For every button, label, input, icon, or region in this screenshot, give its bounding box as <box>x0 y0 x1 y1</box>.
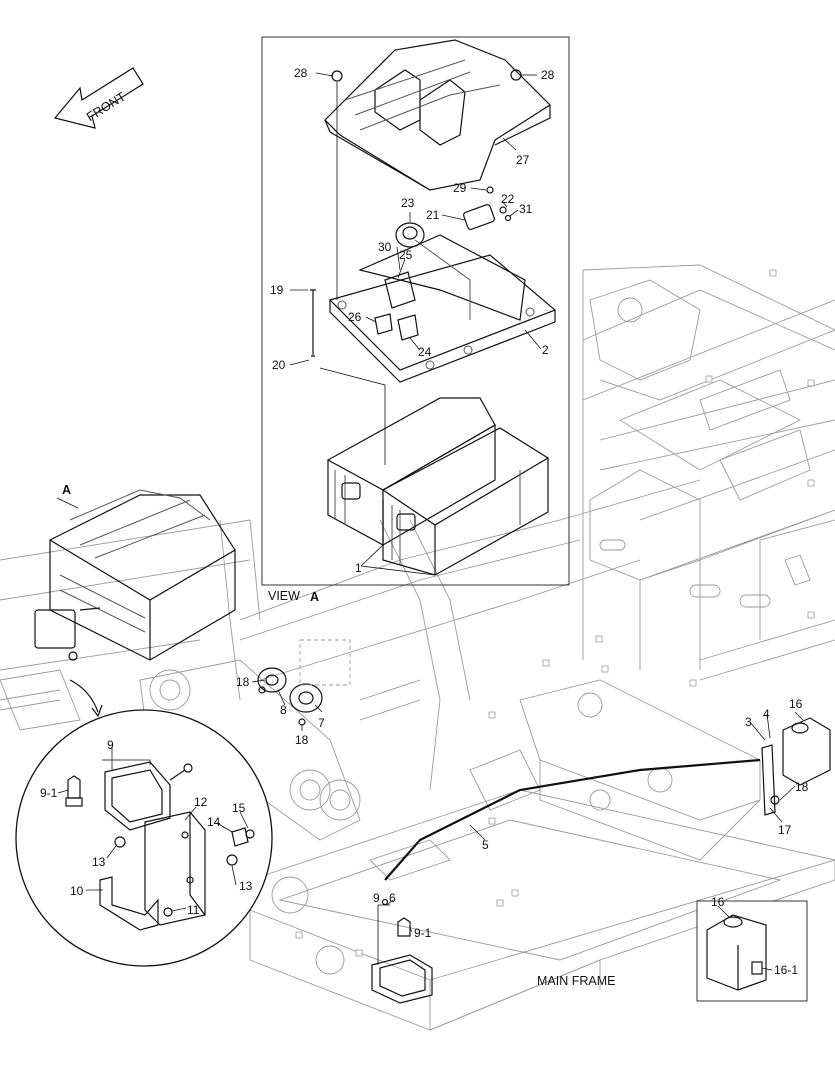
callout-11: 11 <box>187 903 200 917</box>
callout-16-1: 16-1 <box>774 963 798 977</box>
nut-13a <box>114 836 126 848</box>
view-label-letter: A <box>310 590 319 604</box>
callout-18b: 18 <box>295 733 309 747</box>
callout-26: 26 <box>348 310 362 324</box>
callout-21: 21 <box>426 208 440 222</box>
clip-26 <box>374 313 393 335</box>
detail-leaders <box>57 748 249 912</box>
callout-27: 27 <box>516 153 530 167</box>
callout-18a: 18 <box>236 675 250 689</box>
callout-9b: 9 <box>373 891 380 905</box>
bolt-11 <box>163 907 173 917</box>
callout-24: 24 <box>418 345 432 359</box>
callout-30: 30 <box>378 240 392 254</box>
callout-16b: 16 <box>711 895 725 909</box>
callout-22: 22 <box>501 192 515 206</box>
callout-17: 17 <box>778 823 792 837</box>
view-label-prefix: VIEW <box>268 589 300 603</box>
batteries-1 <box>326 397 550 576</box>
lamp-detail-circle <box>15 709 273 967</box>
callout-9-1b: 9-1 <box>414 926 432 940</box>
machine-frame-drawing <box>0 264 835 1031</box>
clamp-14 <box>231 827 249 847</box>
callout-7: 7 <box>318 716 325 730</box>
callout-28b: 28 <box>541 68 555 82</box>
plate-25 <box>384 271 416 309</box>
callout-20: 20 <box>272 358 286 372</box>
callout-10: 10 <box>70 884 84 898</box>
relay-21 <box>463 186 512 231</box>
washer-tank-inset <box>696 900 808 1002</box>
battery-tray-2 <box>328 234 557 383</box>
callout-1: 1 <box>355 561 362 575</box>
callout-3: 3 <box>745 715 752 729</box>
leaders-lower <box>251 679 804 971</box>
callout-13a: 13 <box>92 855 106 869</box>
callout-25: 25 <box>399 248 413 262</box>
callout-23: 23 <box>401 196 415 210</box>
callout-9-1: 9-1 <box>40 786 58 800</box>
callout-31: 31 <box>519 202 533 216</box>
callout-9: 9 <box>107 738 114 752</box>
bracket-10 <box>99 876 159 931</box>
work-lamp-lower <box>371 898 433 1004</box>
bolt-19 <box>310 289 316 357</box>
callout-12: 12 <box>194 795 208 809</box>
plate-24 <box>397 314 419 341</box>
callout-28a: 28 <box>294 66 308 80</box>
horn-7 <box>289 683 323 713</box>
callout-14: 14 <box>207 815 221 829</box>
callout-4: 4 <box>763 707 770 721</box>
main-frame-label: MAIN FRAME <box>537 974 615 988</box>
nut-13b <box>226 854 238 866</box>
callout-8: 8 <box>280 703 287 717</box>
switch-23 <box>395 222 425 248</box>
battery-cover-27 <box>324 39 551 191</box>
front-arrow-icon: FRONT <box>53 67 144 129</box>
callout-16: 16 <box>789 697 803 711</box>
callout-5: 5 <box>482 838 489 852</box>
washer-hose-5 <box>384 758 761 881</box>
washer-tank-16b <box>706 914 767 991</box>
callout-15: 15 <box>232 801 246 815</box>
callout-6: 6 <box>389 891 396 905</box>
battery-assembly-small <box>34 489 236 661</box>
callout-19: 19 <box>270 283 284 297</box>
view-a-frame <box>261 36 570 586</box>
callout-2: 2 <box>542 343 549 357</box>
callout-18c: 18 <box>795 780 809 794</box>
arrow-letter-a: A <box>62 483 71 497</box>
bolt-15 <box>245 829 255 839</box>
leader-lines <box>289 72 542 576</box>
washer-tank-16 <box>761 717 831 816</box>
callout-29: 29 <box>453 181 467 195</box>
bracket-12 <box>144 811 206 926</box>
horn-8 <box>257 667 287 693</box>
bulb-9-1 <box>65 775 83 807</box>
callout-13b: 13 <box>239 879 253 893</box>
